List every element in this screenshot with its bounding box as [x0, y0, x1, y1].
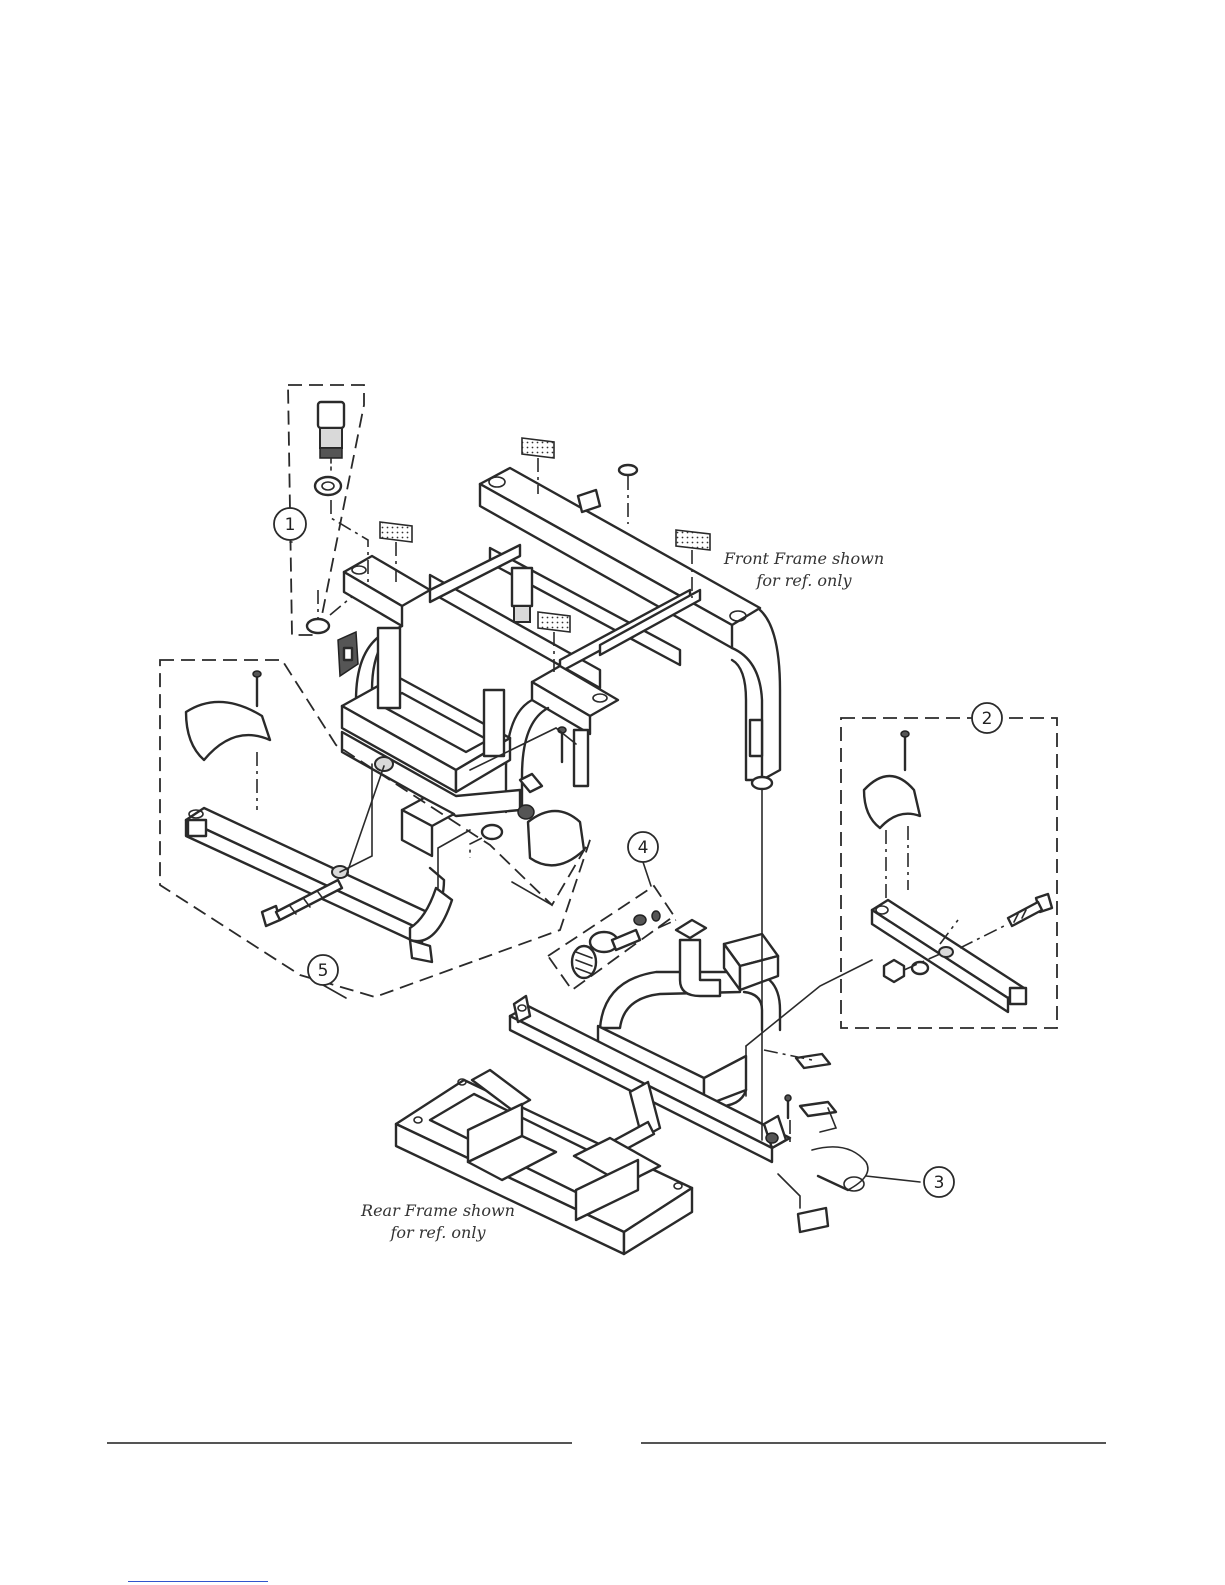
- callout-5: 5: [308, 955, 338, 985]
- callout-3: 3: [924, 1167, 954, 1197]
- rear-frame-note-line1: Rear Frame shown: [360, 1201, 515, 1220]
- callout-2: 2: [972, 703, 1002, 733]
- footer-rule-right: [641, 1442, 1106, 1444]
- pad-top: [522, 438, 554, 458]
- callout-1: 1: [274, 508, 306, 540]
- callout-4-label: 4: [638, 838, 649, 858]
- footer-rule-left: [107, 1442, 572, 1444]
- callout-2-label: 2: [982, 709, 993, 729]
- group-2-boundary: [841, 718, 1057, 1028]
- pad-right: [676, 530, 710, 550]
- callout-5-label: 5: [318, 961, 329, 981]
- callout-3-label: 3: [934, 1173, 945, 1193]
- front-frame-note-line1: Front Frame shown: [723, 549, 884, 568]
- front-frame-note-line2: for ref. only: [755, 571, 852, 590]
- rear-frame-note-line2: for ref. only: [389, 1223, 486, 1242]
- pad-left: [380, 522, 412, 542]
- pad-center: [538, 612, 570, 632]
- group-2-right-brace: [746, 718, 1057, 1046]
- front-frame: [338, 438, 780, 856]
- callout-4: 4: [628, 832, 658, 862]
- callout-1-label: 1: [285, 515, 296, 535]
- footer-link-underline[interactable]: [128, 1581, 268, 1582]
